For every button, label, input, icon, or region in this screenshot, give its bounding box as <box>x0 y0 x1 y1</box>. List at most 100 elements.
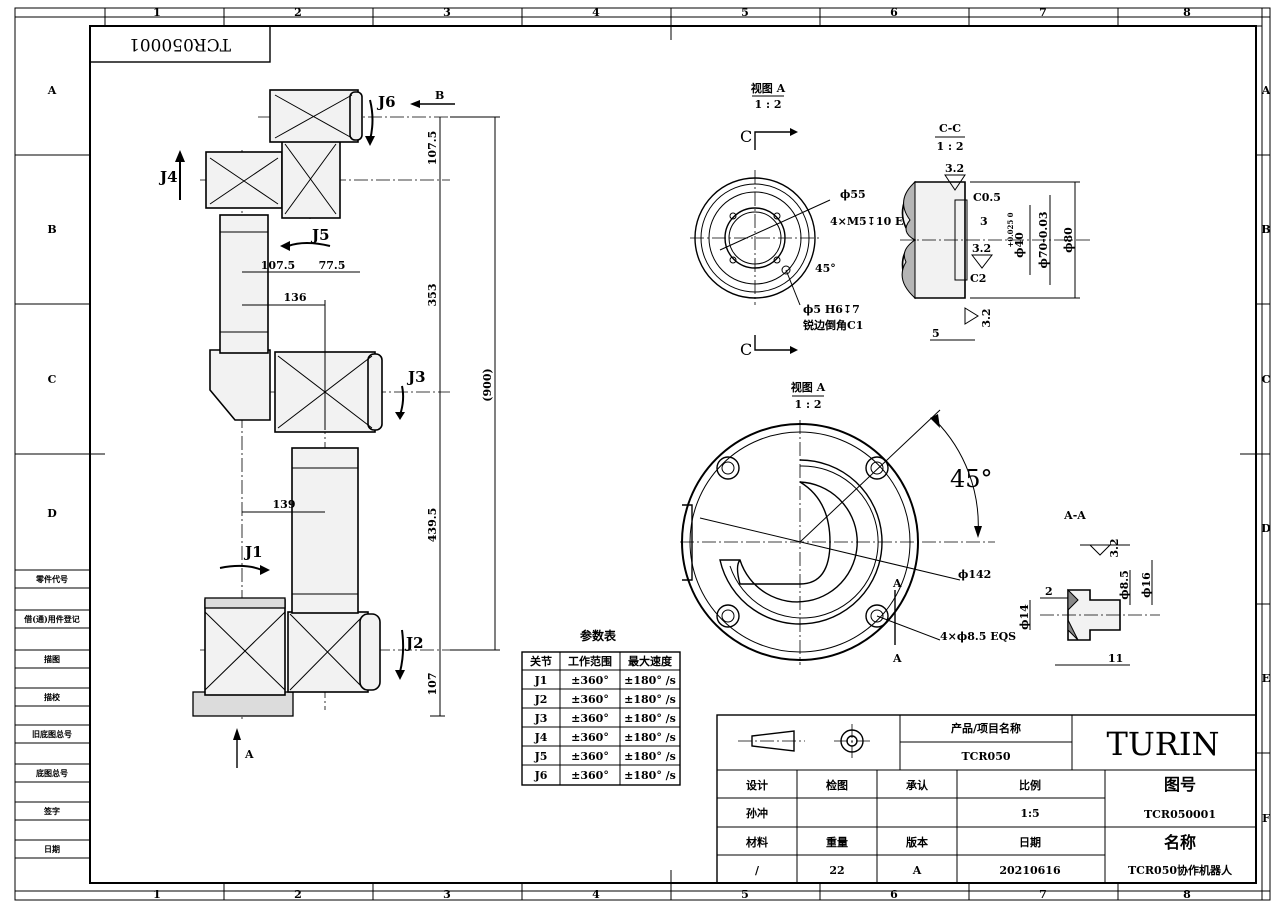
row-label-right: C <box>1262 373 1271 386</box>
dim-5: 5 <box>932 327 940 340</box>
parameter-table: 参数表 关节 工作范围 最大速度 J1±360°±180° /sJ2±360°±… <box>521 628 681 786</box>
roughness-aa: 3.2 <box>1108 538 1121 557</box>
dim-c2: C2 <box>970 272 986 285</box>
weight-label: 重量 <box>826 835 848 849</box>
col-label-top: 4 <box>592 6 600 19</box>
robot-lower-arm <box>291 447 359 614</box>
dim-angle45-small: 45° <box>815 262 836 275</box>
dim-107-5-top: 107.5 <box>426 131 439 165</box>
param-cell-range: ±360° <box>571 750 609 763</box>
drawing-no-value: TCR050001 <box>1144 808 1216 821</box>
dim-136: 136 <box>284 291 307 304</box>
column-labels: 1 2 3 4 5 6 7 8 1 2 3 4 5 6 7 8 <box>153 6 1191 901</box>
param-header-range: 工作范围 <box>568 654 612 668</box>
param-cell-range: ±360° <box>571 674 609 687</box>
scale-label: 比例 <box>1019 778 1041 792</box>
dim-phi70: ϕ70-0.03 <box>1037 211 1050 268</box>
dim-phi55: ϕ55 <box>840 188 866 201</box>
param-cell-joint: J4 <box>534 731 548 744</box>
section-aa-title: A-A <box>1063 509 1086 522</box>
col-label-top: 3 <box>443 6 451 19</box>
section-c-top: C <box>740 127 752 146</box>
dim-107: 107 <box>426 673 439 696</box>
dim-m5: 4×M5↧10 EQS <box>830 215 921 228</box>
row-label-left: B <box>47 223 56 236</box>
dim-phi14: ϕ14 <box>1018 604 1031 630</box>
section-c-bottom: C <box>740 340 752 359</box>
dim-439-5: 439.5 <box>426 508 439 542</box>
side-panel: 零件代号 借(通)用件登记 描图 描校 旧底图总号 底图总号 签字 日期 <box>15 569 90 859</box>
version-value: A <box>912 864 922 877</box>
param-cell-speed: ±180° /s <box>624 712 676 725</box>
dim-phi8-5: ϕ8.5 <box>1118 570 1131 600</box>
dim-phi40: ϕ40 <box>1013 232 1026 258</box>
col-label-top: 5 <box>741 6 749 19</box>
view-a-large: 视图 A 1 : 2 45° ϕ142 4×ϕ8.5 EQS A A <box>680 380 1016 665</box>
dim-353: 353 <box>426 284 439 307</box>
drawing-no-label: 图号 <box>1164 775 1196 794</box>
dim-phi80: ϕ80 <box>1062 227 1075 253</box>
dim-3: 3 <box>980 215 988 228</box>
product-name-value: TCR050协作机器人 <box>1128 863 1233 877</box>
col-label-bottom: 1 <box>153 888 161 901</box>
param-table-title: 参数表 <box>580 628 617 643</box>
param-cell-range: ±360° <box>571 731 609 744</box>
roughness-2: 3.2 <box>972 242 991 255</box>
view-a-large-title: 视图 A <box>791 380 826 394</box>
row-label-right: D <box>1261 522 1271 535</box>
side-panel-label: 描校 <box>44 692 61 702</box>
date-value: 20210616 <box>999 864 1061 877</box>
robot-base-plate <box>192 691 294 717</box>
joint-label-j4: J4 <box>158 168 178 186</box>
view-arrow-a-label: A <box>244 748 254 761</box>
param-cell-joint: J3 <box>534 712 548 725</box>
side-panel-label: 底图总号 <box>35 768 68 778</box>
product-value: TCR050 <box>961 750 1010 763</box>
material-label: 材料 <box>746 835 768 849</box>
section-cc-title: C-C <box>939 122 961 135</box>
col-label-bottom: 3 <box>443 888 451 901</box>
param-cell-joint: J5 <box>534 750 548 763</box>
weight-value: 22 <box>829 864 844 877</box>
section-cc: C-C 1 : 2 3.2 C0.5 3 3.2 ϕ40 +0.025 0 ϕ7… <box>900 122 1090 341</box>
col-label-top: 8 <box>1183 6 1191 19</box>
param-header-speed: 最大速度 <box>628 654 673 668</box>
dim-11: 11 <box>1108 652 1123 665</box>
joint-label-j5: J5 <box>310 226 330 244</box>
name-label: 名称 <box>1164 833 1196 852</box>
dim-pin: ϕ5 H6↧7 <box>803 303 860 316</box>
section-aa: A-A 3.2 2 ϕ8.5 ϕ16 ϕ14 11 <box>1018 509 1160 666</box>
dim-107-5-left: 107.5 <box>261 259 295 272</box>
product-label: 产品/项目名称 <box>951 721 1021 735</box>
roughness-1: 3.2 <box>945 162 964 175</box>
section-cc-scale: 1 : 2 <box>936 140 963 153</box>
row-label-right: E <box>1262 672 1270 685</box>
col-label-top: 1 <box>153 6 161 19</box>
side-panel-label: 旧底图总号 <box>32 729 72 739</box>
robot-wrist-1 <box>205 151 283 209</box>
date-label: 日期 <box>1019 835 1041 849</box>
side-panel-label: 零件代号 <box>35 574 68 584</box>
view-a-top-title: 视图 A <box>751 81 786 95</box>
designer-name: 孙冲 <box>746 806 768 820</box>
param-cell-range: ±360° <box>571 693 609 706</box>
robot-base <box>204 599 286 696</box>
param-cell-speed: ±180° /s <box>624 674 676 687</box>
dim-77-5: 77.5 <box>319 259 346 272</box>
approve-label: 承认 <box>906 778 929 792</box>
col-label-bottom: 6 <box>890 888 898 901</box>
joint-label-j1: J1 <box>243 543 263 561</box>
col-label-bottom: 5 <box>741 888 749 901</box>
scale-value: 1:5 <box>1020 807 1039 820</box>
row-label-right: F <box>1262 812 1270 825</box>
col-label-bottom: 2 <box>294 888 302 901</box>
row-label-right: A <box>1261 84 1271 97</box>
col-label-bottom: 7 <box>1039 888 1047 901</box>
col-label-top: 7 <box>1039 6 1047 19</box>
param-header-joint: 关节 <box>530 654 552 668</box>
joint-label-j3: J3 <box>406 368 426 386</box>
design-label: 设计 <box>746 778 768 792</box>
row-label-left: A <box>47 84 57 97</box>
material-value: / <box>755 864 760 877</box>
joint-label-j2: J2 <box>404 634 424 652</box>
